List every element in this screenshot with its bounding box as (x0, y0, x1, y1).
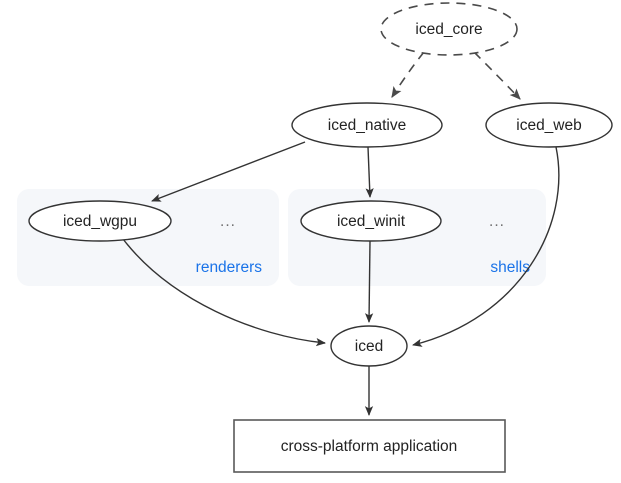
edge-iced-core-to-iced-native (391, 51, 425, 98)
edge-iced-native-to-iced-wgpu (151, 141, 306, 202)
node-iced-core-shape[interactable] (380, 2, 518, 56)
group-renderers-label: renderers (196, 259, 263, 276)
node-application-label: cross-platform application (281, 438, 458, 455)
node-iced-web[interactable]: iced_web (485, 102, 613, 148)
renderers-ellipsis: ... (220, 213, 236, 230)
node-application[interactable]: cross-platform application (233, 419, 506, 473)
node-iced-label: iced (355, 338, 383, 355)
node-iced-winit-label: iced_winit (337, 213, 406, 230)
node-iced-native-shape[interactable] (291, 102, 443, 148)
edge-iced-wgpu-to-iced (122, 238, 326, 347)
node-iced-web-shape[interactable] (485, 102, 613, 148)
node-iced-winit-shape[interactable] (300, 200, 442, 242)
node-iced-wgpu[interactable]: iced_wgpu (28, 200, 172, 242)
node-iced-native[interactable]: iced_native (291, 102, 443, 148)
node-iced-winit[interactable]: iced_winit (300, 200, 442, 242)
shells-ellipsis: ... (489, 213, 505, 230)
edge-iced-native-to-iced-winit (365, 146, 374, 198)
node-iced-web-label: iced_web (516, 117, 582, 134)
node-iced-core-label: iced_core (415, 21, 482, 38)
node-iced-core[interactable]: iced_core (380, 2, 518, 56)
node-application-shape[interactable] (233, 419, 506, 473)
node-iced-native-label: iced_native (328, 117, 406, 134)
edge-iced-winit-to-iced (364, 240, 374, 323)
node-iced[interactable]: iced (330, 325, 408, 367)
edge-iced-core-to-iced-web (473, 51, 521, 100)
node-iced-shape[interactable] (330, 325, 408, 367)
group-shells-label: shells (490, 259, 530, 276)
group-shells: ... shells (288, 189, 546, 286)
node-iced-wgpu-shape[interactable] (28, 200, 172, 242)
node-iced-wgpu-label: iced_wgpu (63, 213, 137, 230)
edge-iced-web-to-iced (412, 146, 560, 347)
